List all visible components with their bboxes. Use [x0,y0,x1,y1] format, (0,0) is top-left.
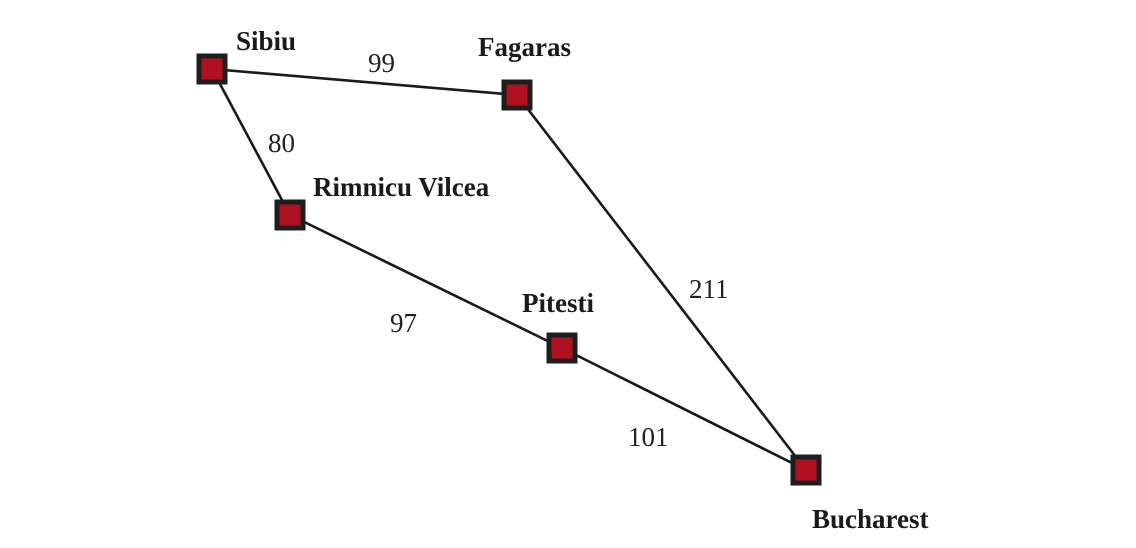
node-pitesti [546,332,578,364]
edge-sibiu-rimnicu [210,68,292,216]
node-fagaras [501,79,533,111]
edge-weight-fagaras-bucharest: 211 [689,274,729,304]
edge-pitesti-bucharest [561,346,807,472]
node-label-sibiu: Sibiu [236,26,296,56]
node-label-bucharest: Bucharest [812,504,929,534]
edge-weight-rimnicu-pitesti: 97 [390,308,417,338]
node-label-rimnicu: Rimnicu Vilcea [313,172,490,202]
node-rimnicu [274,199,306,231]
edge-weight-sibiu-rimnicu: 80 [268,128,295,158]
edge-sibiu-fagaras [211,67,518,97]
node-label-pitesti: Pitesti [522,288,594,318]
node-sibiu [196,53,228,85]
node-label-fagaras: Fagaras [478,32,571,62]
edge-rimnicu-pitesti [289,213,563,350]
edge-fagaras-bucharest [515,94,808,471]
node-bucharest [790,454,822,486]
edge-weight-sibiu-fagaras: 99 [368,48,395,78]
edge-weight-pitesti-bucharest: 101 [628,422,669,452]
